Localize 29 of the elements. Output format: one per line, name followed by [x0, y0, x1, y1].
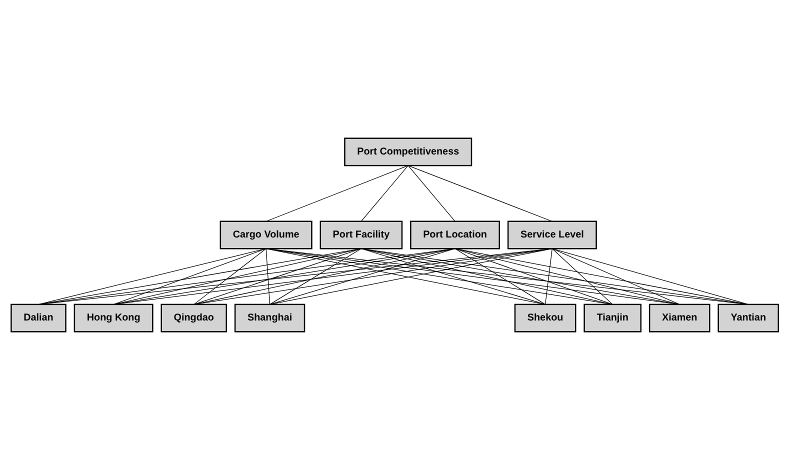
node-box: Qingdao [160, 304, 228, 332]
connector [194, 248, 362, 305]
connector [454, 248, 546, 305]
connector [266, 248, 613, 305]
node-box: Dalian [10, 304, 66, 332]
node-box: Hong Kong [74, 304, 154, 332]
node-box: Cargo Volume [220, 220, 312, 250]
connector [454, 248, 680, 305]
connector [408, 165, 552, 222]
connector [408, 165, 456, 222]
node-box: Yantian [718, 304, 780, 332]
node-box: Tianjin [584, 304, 642, 332]
connector [552, 248, 613, 305]
node-box: Port Competitiveness [344, 138, 472, 166]
connector [194, 248, 266, 305]
connector [552, 248, 680, 305]
node-box: Service Level [507, 220, 597, 250]
node-box: Shanghai [234, 304, 306, 332]
node-box: Shekou [514, 304, 576, 332]
connector [544, 248, 552, 305]
connector [454, 248, 613, 305]
connector [266, 248, 270, 305]
node-box: Xiamen [648, 304, 710, 332]
connector [360, 165, 408, 222]
node-box: Port Location [410, 220, 500, 250]
connector [194, 248, 552, 305]
connector [269, 248, 362, 305]
node-box: Port Facility [320, 220, 403, 250]
connector [266, 165, 408, 222]
